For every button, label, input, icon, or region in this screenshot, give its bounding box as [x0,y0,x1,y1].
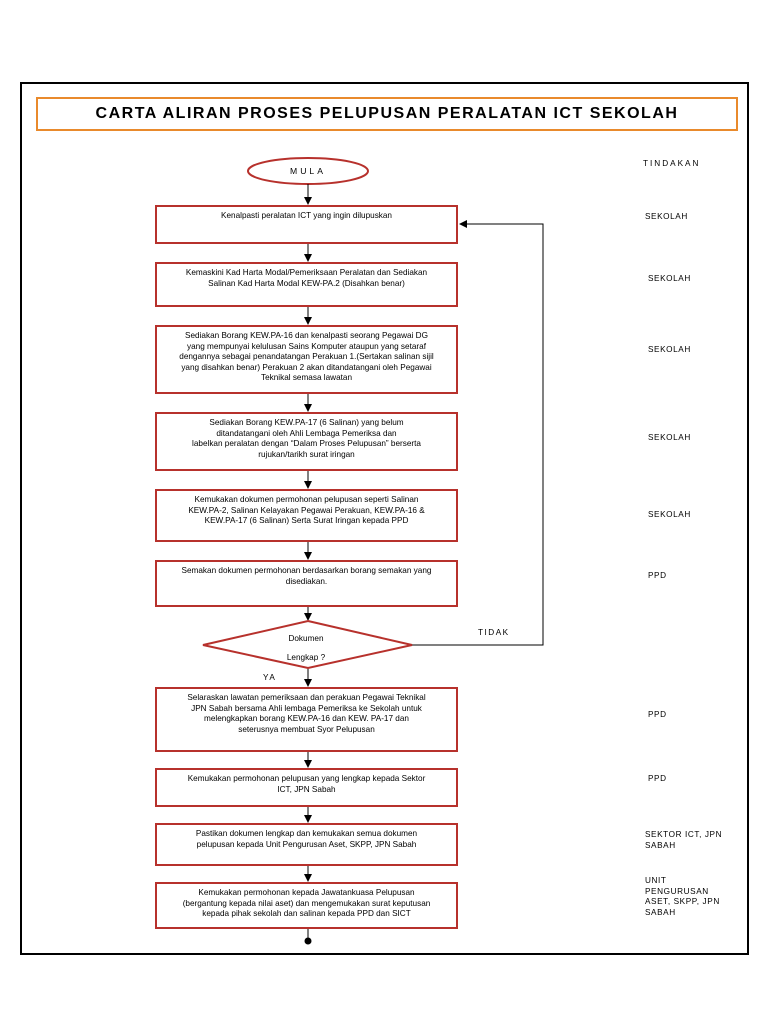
process-step-7: Selaraskan lawatan pemeriksaan dan perak… [155,687,458,752]
process-step-4: Sediakan Borang KEW.PA-17 (6 Salinan) ya… [155,412,458,471]
actor-label-2: SEKOLAH [648,274,691,283]
actor-label-8: PPD [648,774,667,783]
start-label: MULA [290,166,326,176]
process-step-1: Kenalpasti peralatan ICT yang ingin dilu… [155,205,458,244]
process-step-text: Sediakan Borang KEW.PA-16 dan kenalpasti… [179,331,434,382]
process-step-2: Kemaskini Kad Harta Modal/Pemeriksaan Pe… [155,262,458,307]
process-step-3: Sediakan Borang KEW.PA-16 dan kenalpasti… [155,325,458,394]
process-step-text: Kemukakan permohonan pelupusan yang leng… [187,774,426,794]
diagram-frame [20,82,749,955]
no-label: TIDAK [478,628,510,637]
process-step-text: Selaraskan lawatan pemeriksaan dan perak… [187,693,426,734]
actor-label-10: UNIT PENGURUSAN ASET, SKPP, JPN SABAH [645,876,720,917]
process-step-text: Semakan dokumen permohonan berdasarkan b… [181,566,432,586]
actor-label-1: SEKOLAH [645,212,688,221]
tindakan-header: TINDAKAN [643,159,701,168]
process-step-text: Kemukakan permohonan kepada Jawatankuasa… [182,888,431,918]
process-step-text: Kemukakan dokumen permohonan pelupusan s… [188,495,425,525]
actor-label-9: SEKTOR ICT, JPN SABAH [645,830,723,850]
end-point [304,937,312,945]
process-step-5: Kemukakan dokumen permohonan pelupusan s… [155,489,458,542]
page-title-text: CARTA ALIRAN PROSES PELUPUSAN PERALATAN … [95,105,679,122]
yes-label: YA [263,673,277,682]
actor-label-3: SEKOLAH [648,345,691,354]
actor-label-6: PPD [648,571,667,580]
actor-label-4: SEKOLAH [648,433,691,442]
process-step-text: Kemaskini Kad Harta Modal/Pemeriksaan Pe… [185,268,428,288]
process-step-9: Pastikan dokumen lengkap dan kemukakan s… [155,823,458,866]
actor-label-5: SEKOLAH [648,510,691,519]
process-step-text: Sediakan Borang KEW.PA-17 (6 Salinan) ya… [192,418,421,459]
actor-label-7: PPD [648,710,667,719]
page-title: CARTA ALIRAN PROSES PELUPUSAN PERALATAN … [36,97,738,131]
process-step-10: Kemukakan permohonan kepada Jawatankuasa… [155,882,458,929]
process-step-6: Semakan dokumen permohonan berdasarkan b… [155,560,458,607]
process-step-8: Kemukakan permohonan pelupusan yang leng… [155,768,458,807]
connector-no-loop [412,220,544,646]
decision-line-2: Lengkap ? [286,653,326,662]
decision-diamond [202,619,413,670]
process-step-text: Kenalpasti peralatan ICT yang ingin dilu… [221,211,392,220]
decision-label: Dokumen Lengkap ? [200,629,412,667]
process-step-text: Pastikan dokumen lengkap dan kemukakan s… [195,829,418,849]
decision-line-1: Dokumen [288,634,324,643]
